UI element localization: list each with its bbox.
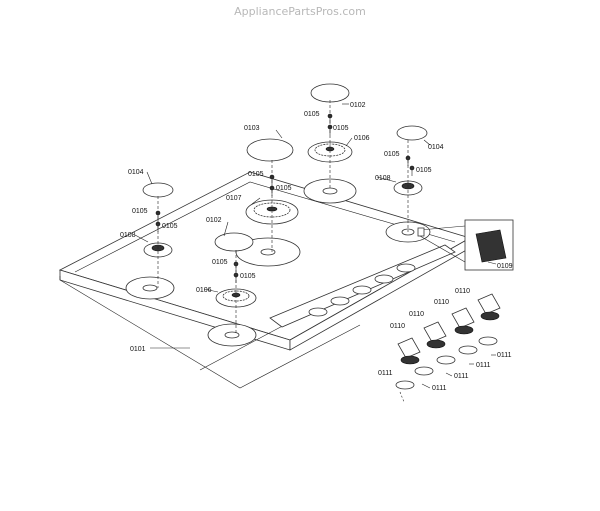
label-0106-top: 0106 [354,135,370,142]
burner-head-0107 [245,199,299,225]
label-0105-g: 0105 [132,208,148,215]
label-0111-c: 0111 [454,373,469,380]
label-0110-b: 0110 [434,299,449,306]
burner-cap-0104-right [396,125,428,141]
label-0106-left: 0106 [196,287,212,294]
label-0103: 0103 [244,125,260,132]
label-0108-left: 0108 [120,232,136,239]
label-0110-c: 0110 [409,311,424,318]
label-0101: 0101 [130,346,146,353]
burner-cap-0102-left [214,232,254,252]
label-0105-a: 0105 [304,111,320,118]
watermark: AppliancePartsPros.com [234,5,366,18]
label-0102-left: 0102 [206,217,222,224]
label-0105-c: 0105 [384,151,400,158]
label-0108-right: 0108 [375,175,391,182]
label-0107: 0107 [226,195,242,202]
spark-module-0109 [417,219,514,271]
label-0110-d: 0110 [390,323,405,330]
control-knobs-0110 [397,293,501,365]
burner-head-0108-left [143,242,173,258]
label-0104-left: 0104 [128,169,144,176]
center-lines [157,100,409,335]
label-0104-right: 0104 [428,144,444,151]
knob-bezels-0111 [395,336,498,403]
burner-cap-0104-left [142,182,174,198]
label-0105-j: 0105 [240,273,256,280]
leader-lines [134,103,497,389]
part-labels: 0102 0105 0105 0103 0106 0104 0105 0105 … [120,102,513,392]
label-0109: 0109 [497,263,513,270]
label-0105-d: 0105 [416,167,432,174]
label-0105-e: 0105 [248,171,264,178]
label-0111-a: 0111 [497,352,512,359]
label-0111-b: 0111 [476,362,491,369]
label-0105-b: 0105 [333,125,349,132]
burner-cap-0103 [246,138,294,162]
label-0105-f: 0105 [276,185,292,192]
label-0111-e: 0111 [432,385,447,392]
label-0102-top: 0102 [350,102,366,109]
label-0105-i: 0105 [212,259,228,266]
label-0105-h: 0105 [162,223,178,230]
label-0111-d: 0111 [378,370,393,377]
burner-cap-0102-top [310,83,350,103]
label-0110-a: 0110 [455,288,470,295]
